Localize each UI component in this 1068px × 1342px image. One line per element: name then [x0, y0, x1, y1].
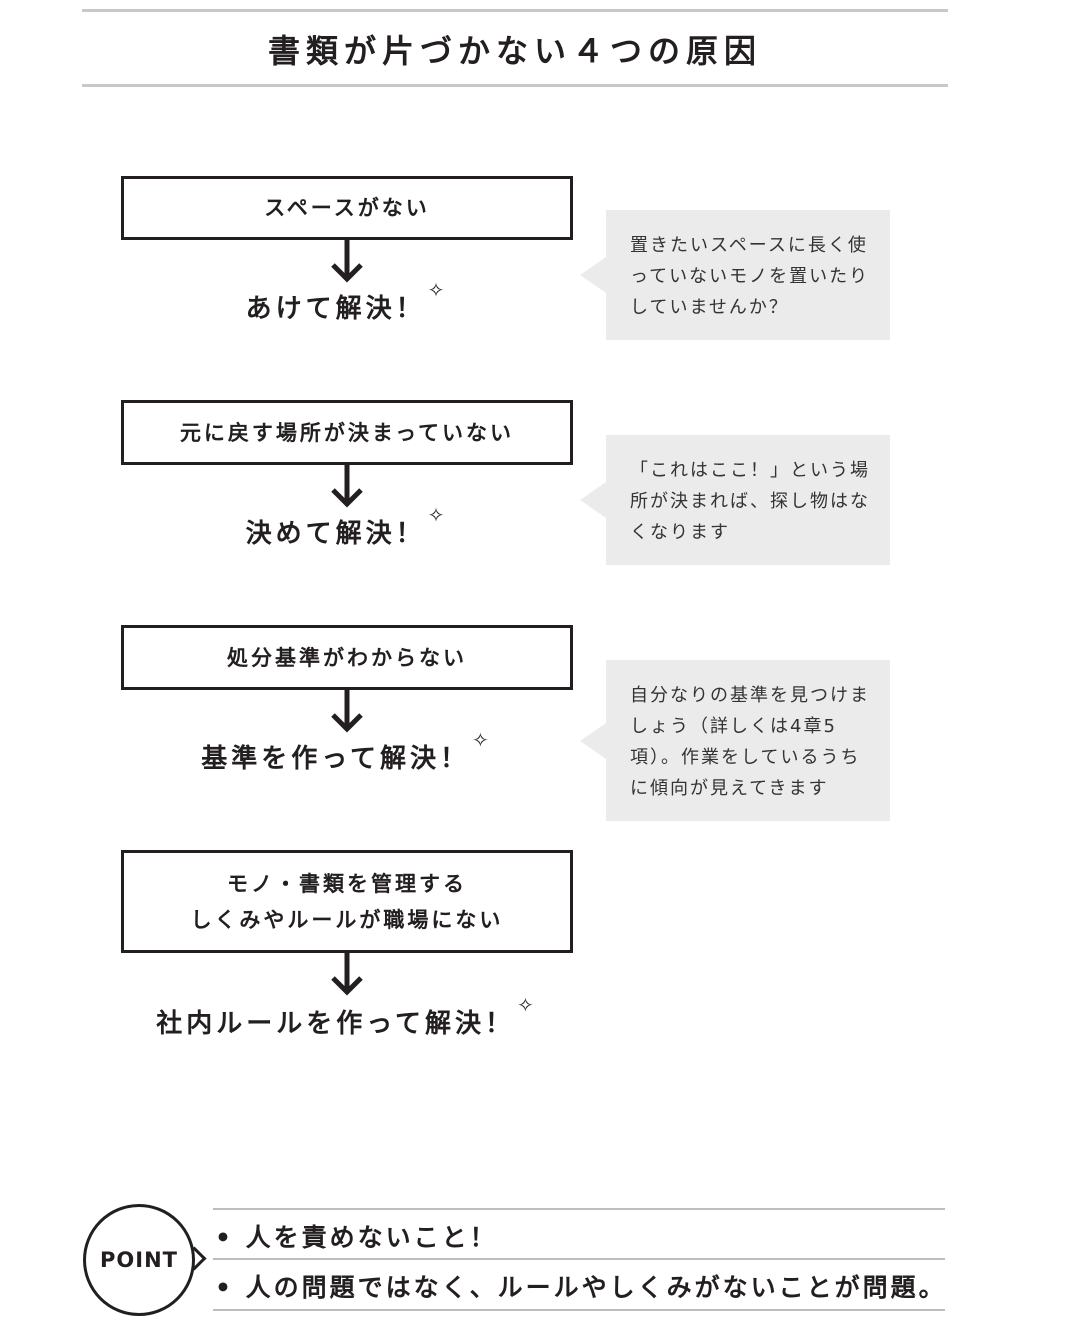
solution-4: 社内ルールを作って解決！✧: [121, 993, 573, 1040]
cause-box-2: 元に戻す場所が決まっていない: [121, 400, 573, 465]
solution-text: 基準を作って解決！: [201, 744, 470, 774]
cause-line: しくみやルールが職場にない: [190, 907, 504, 932]
arrow-down-icon: [331, 464, 363, 508]
solution-text: あけて解決！: [245, 294, 426, 324]
title-rule-top: [82, 9, 948, 12]
point-badge: POINT: [83, 1204, 195, 1316]
cause-box-1: スペースがない: [121, 176, 573, 240]
point-item-2: • 人の問題ではなく、ルールやしくみがないことが問題。: [215, 1273, 947, 1302]
title-rule-bottom: [82, 84, 948, 87]
sparkle-icon: ✧: [471, 728, 493, 752]
arrow-down-icon: [331, 952, 363, 996]
sparkle-icon: ✧: [427, 278, 449, 302]
note-callout-2: 「これはここ！」という場所が決まれば、探し物はなくなります: [580, 435, 890, 565]
point-rule: [213, 1208, 945, 1210]
sparkle-icon: ✧: [516, 993, 538, 1017]
sparkle-icon: ✧: [427, 503, 449, 527]
cause-box-3: 処分基準がわからない: [121, 625, 573, 690]
note-callout-3: 自分なりの基準を見つけましょう（詳しくは4章5項）。作業をしているうちに傾向が見…: [580, 660, 890, 821]
page-title: 書類が片づかない４つの原因: [267, 32, 762, 70]
cause-box-4: モノ・書類を管理する しくみやルールが職場にない: [121, 850, 573, 953]
note-callout-1: 置きたいスペースに長く使っていないモノを置いたりしていませんか？: [580, 210, 890, 340]
point-item-1: • 人を責めないこと！: [215, 1223, 498, 1252]
point-rule: [213, 1258, 945, 1260]
solution-2: 決めて解決！✧: [121, 503, 573, 550]
solution-1: あけて解決！✧: [121, 278, 573, 325]
point-rule: [213, 1309, 945, 1311]
solution-text: 決めて解決！: [245, 519, 426, 549]
cause-line: モノ・書類を管理する: [227, 871, 467, 896]
arrow-down-icon: [331, 239, 363, 283]
arrow-down-icon: [331, 689, 363, 733]
solution-3: 基準を作って解決！✧: [121, 728, 573, 775]
solution-text: 社内ルールを作って解決！: [156, 1009, 515, 1039]
